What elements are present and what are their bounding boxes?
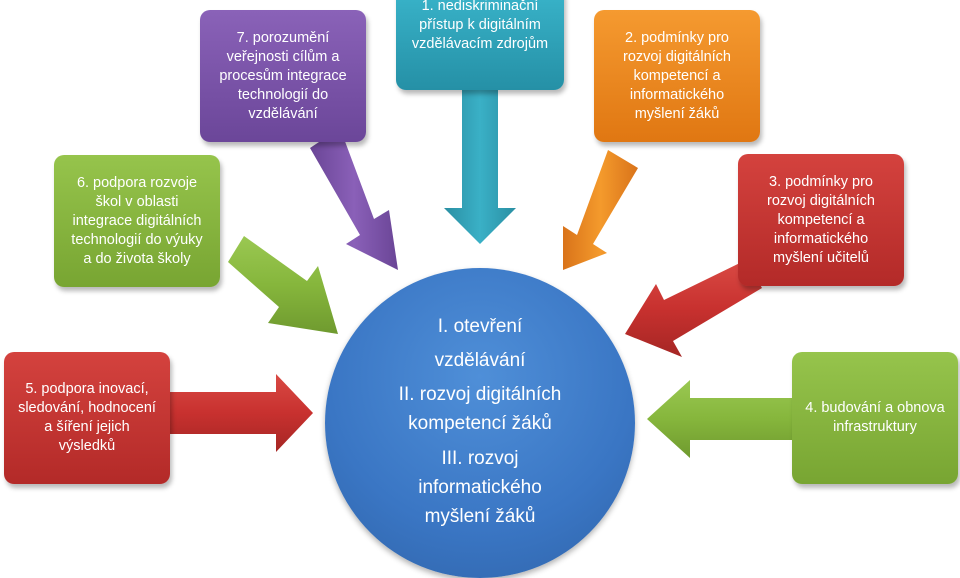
arrows-layer [170, 90, 795, 458]
box-3-text: 3. podmínky pro rozvoj digitálních kompe… [767, 173, 875, 266]
center-line-2: vzdělávání [434, 350, 526, 371]
box-6: 6. podpora rozvoje škol v oblasti integr… [54, 155, 220, 287]
center-line-4: III. rozvoj informatického myšlení žáků [418, 448, 542, 527]
box-2: 2. podmínky pro rozvoj digitálních kompe… [594, 10, 760, 142]
box-6-text: 6. podpora rozvoje škol v oblasti integr… [71, 174, 203, 267]
arrow-3 [625, 260, 762, 357]
box-1: 1. nediskriminační přístup k digitálním … [396, 0, 564, 90]
box-5: 5. podpora inovací, sledování, hodnocení… [4, 352, 170, 484]
box-4-text: 4. budování a obnova infrastruktury [805, 400, 945, 435]
box-2-text: 2. podmínky pro rozvoj digitálních kompe… [623, 29, 731, 122]
center-line-3: II. rozvoj digitálních kompetencí žáků [398, 384, 562, 434]
arrow-2 [563, 150, 638, 270]
box-4: 4. budování a obnova infrastruktury [792, 352, 958, 484]
box-5-text: 5. podpora inovací, sledování, hodnocení… [18, 381, 156, 454]
center-circle: I. otevření vzdělávání II. rozvoj digitá… [325, 268, 635, 578]
arrow-1 [444, 90, 516, 244]
arrow-5 [170, 374, 313, 452]
arrow-4 [647, 380, 795, 458]
arrow-6 [228, 236, 338, 334]
arrow-7 [310, 128, 398, 270]
box-1-text: 1. nediskriminační přístup k digitálním … [411, 0, 549, 52]
box-7-text: 7. porozumění veřejnosti cílům a procesů… [219, 29, 347, 122]
box-3: 3. podmínky pro rozvoj digitálních kompe… [738, 154, 904, 286]
center-line-1: I. otevření [437, 316, 523, 337]
box-7: 7. porozumění veřejnosti cílům a procesů… [200, 10, 366, 142]
